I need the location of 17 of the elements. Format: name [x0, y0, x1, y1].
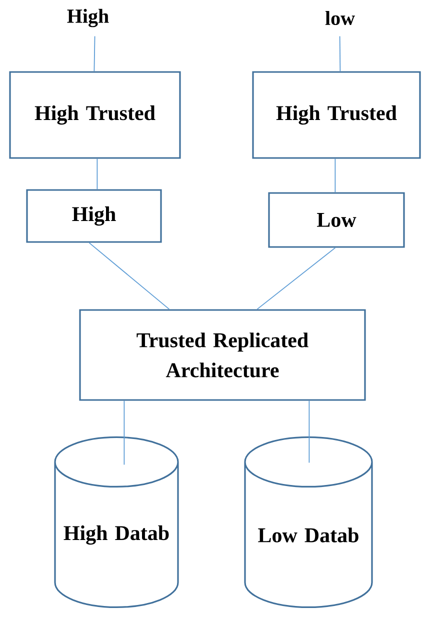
connector-line [339, 36, 341, 72]
process-box: Low [268, 192, 405, 248]
connector-line [96, 158, 98, 190]
heading-text: High [67, 8, 109, 28]
connector-line [124, 400, 125, 466]
connector-line [334, 158, 336, 193]
process-box: Trusted Replicated Architecture [79, 309, 366, 401]
connector-line [94, 36, 96, 72]
connector-line [256, 247, 336, 310]
connector-line [308, 400, 310, 464]
database-cylinder: Low Datab [244, 436, 373, 608]
database-cylinder: High Datab [54, 436, 179, 608]
process-box: High Trusted [9, 71, 181, 159]
connector-line [88, 242, 170, 310]
process-box: High Trusted [252, 71, 421, 159]
process-box: High [26, 189, 162, 243]
heading-text: low [325, 10, 355, 26]
